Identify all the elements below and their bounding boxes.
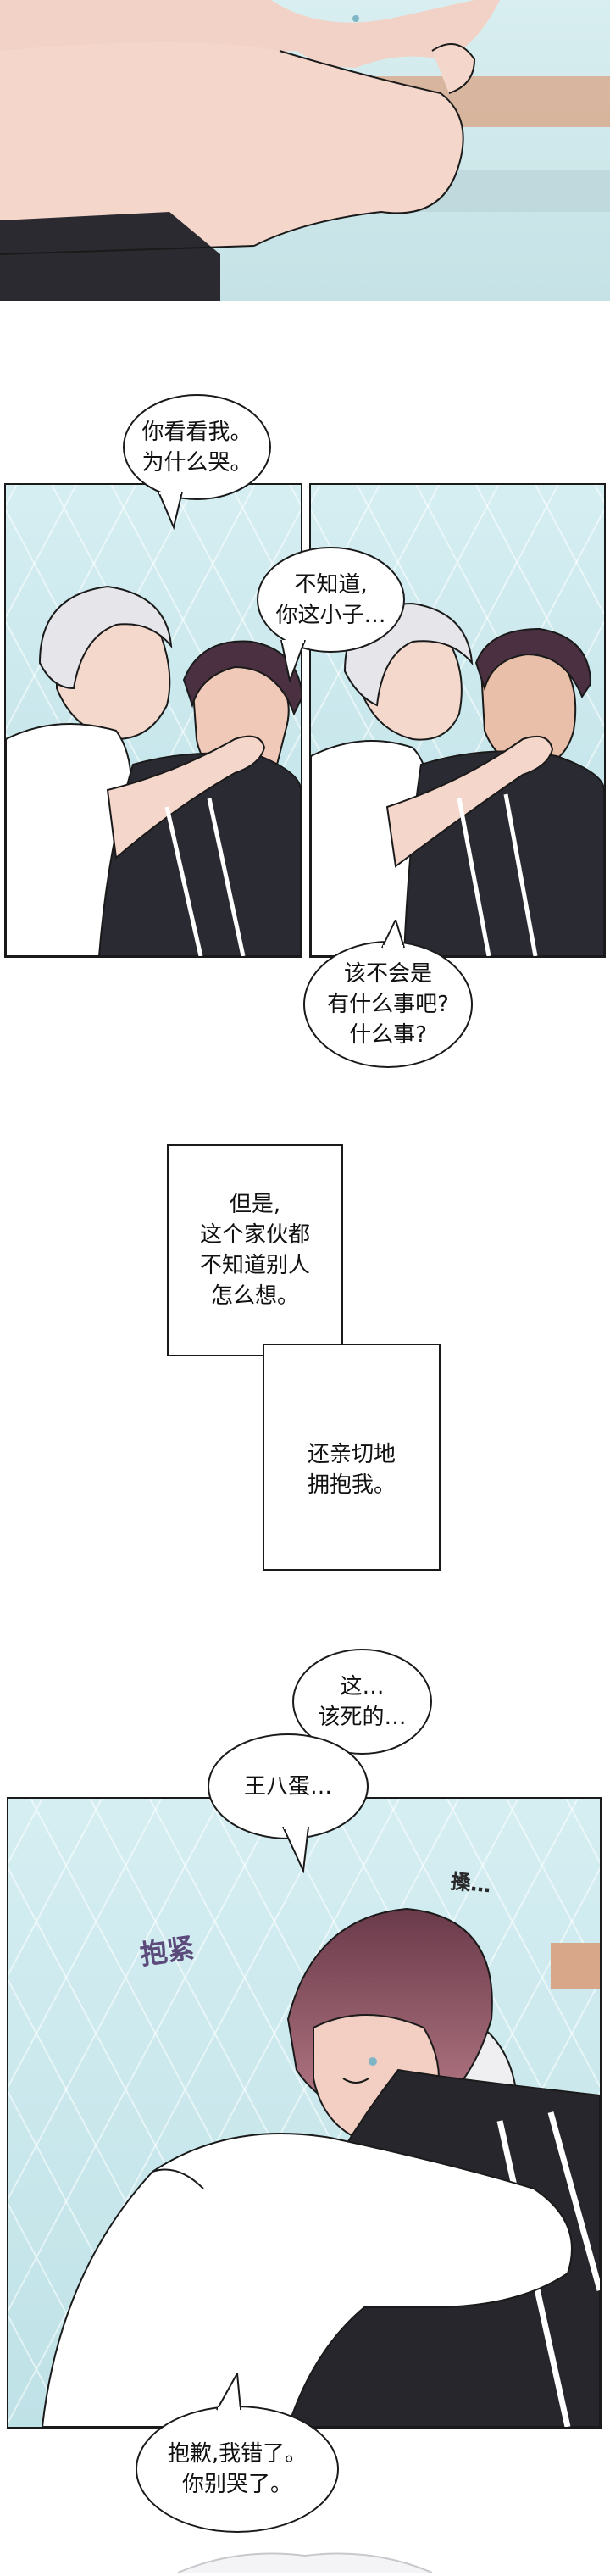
panel-hands-closeup (0, 0, 610, 301)
speech-text-6: 抱歉,我错了。 你别哭了。 (167, 2441, 308, 2497)
speech-bubble-3: 该不会是 有什么事吧? 什么事? (303, 941, 473, 1068)
narration-box-2: 还亲切地 拥抱我。 (263, 1344, 441, 1571)
hands-illustration (0, 0, 610, 301)
panel-left-face-touch (4, 483, 302, 958)
speech-bubble-1: 你看看我。 为什么哭。 (123, 394, 271, 500)
speech-text-4: 这… 该死的… (318, 1673, 407, 1730)
characters-left-illustration (6, 585, 301, 956)
speech-bubble-6: 抱歉,我错了。 你别哭了。 (136, 2406, 339, 2533)
sfx-hug: 抱紧 (137, 1931, 197, 1972)
sfx-rustle: 搡… (449, 1869, 493, 1898)
speech-text-1: 你看看我。 为什么哭。 (141, 419, 252, 476)
speech-tail-1 (158, 492, 183, 530)
next-panel-hint (169, 2547, 441, 2573)
narration-text-1: 但是, 这个家伙都 不知道别人 怎么想。 (199, 1192, 310, 1309)
speech-tail-3 (381, 920, 405, 949)
panel-right-face-hold (309, 483, 606, 958)
speech-bubble-5: 王八蛋… (208, 1733, 369, 1839)
speech-tail-2 (280, 640, 306, 682)
speech-text-5: 王八蛋… (243, 1773, 332, 1800)
hug-illustration (41, 1907, 600, 2427)
speech-text-2: 不知道, 你这小子… (275, 571, 386, 628)
narration-box-1: 但是, 这个家伙都 不知道别人 怎么想。 (167, 1144, 343, 1356)
narration-text-2: 还亲切地 拥抱我。 (307, 1442, 396, 1498)
panel-hug: 抱紧 搡… (7, 1797, 602, 2429)
characters-right-illustration (311, 602, 604, 956)
speech-text-3: 该不会是 有什么事吧? 什么事? (327, 961, 449, 1048)
speech-bubble-2: 不知道, 你这小子… (257, 547, 405, 653)
speech-tail-5 (282, 1827, 309, 1873)
next-panel-sketch (177, 2552, 433, 2573)
speech-tail-6 (216, 2373, 241, 2412)
